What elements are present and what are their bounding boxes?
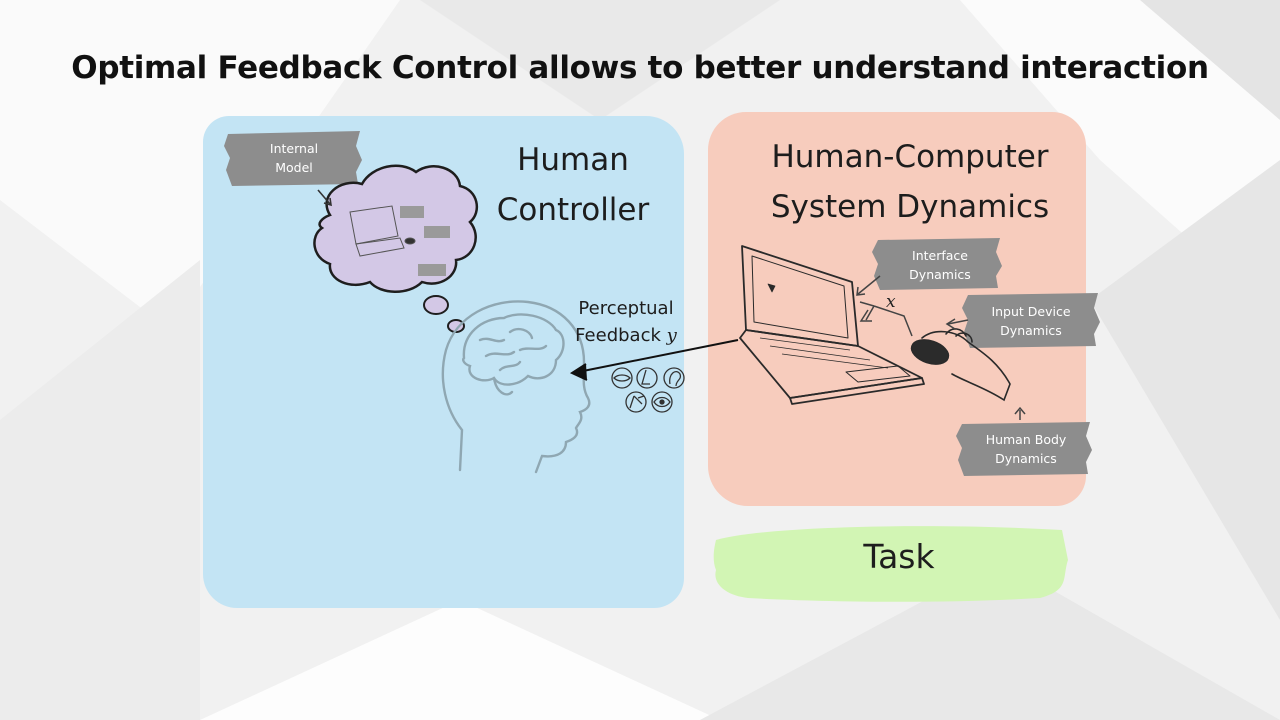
nose-icon bbox=[636, 367, 658, 389]
slide-title: Optimal Feedback Control allows to bette… bbox=[71, 50, 1209, 86]
input-device-dynamics-label: Input Device Dynamics bbox=[966, 302, 1096, 340]
head-brain-sketch bbox=[441, 300, 591, 474]
human-body-dynamics-brush bbox=[956, 422, 1092, 476]
human-heading-line2: Controller bbox=[496, 192, 650, 228]
input-line2: Dynamics bbox=[1000, 323, 1062, 338]
eye-icon bbox=[651, 391, 673, 413]
interface-dynamics-label: Interface Dynamics bbox=[880, 246, 1000, 284]
touch-icon bbox=[625, 391, 647, 413]
perceptual-feedback-label: Perceptual Feedback y bbox=[556, 295, 696, 349]
internal-model-line2: Model bbox=[275, 160, 313, 175]
mini-model-sketch bbox=[349, 205, 450, 276]
thought-cloud bbox=[313, 164, 479, 293]
internal-model-line1: Internal bbox=[269, 141, 319, 156]
system-heading-line1: Human-Computer bbox=[771, 139, 1049, 175]
task-brush bbox=[713, 526, 1068, 602]
internal-model-label: Internal Model bbox=[232, 139, 356, 177]
state-variable-x: x bbox=[886, 292, 896, 312]
laptop-sketch bbox=[739, 245, 925, 405]
sense-icons bbox=[611, 367, 685, 413]
human-heading-line1: Human bbox=[517, 142, 629, 178]
internal-model-arrow bbox=[317, 189, 331, 205]
interface-dynamics-brush bbox=[872, 238, 1002, 290]
system-arrows bbox=[856, 275, 1026, 420]
interface-line2: Dynamics bbox=[909, 267, 971, 282]
ear-icon bbox=[663, 367, 685, 389]
system-dynamics-heading: Human-Computer System Dynamics bbox=[730, 132, 1090, 232]
input-line1: Input Device bbox=[991, 304, 1071, 319]
task-label: Task bbox=[863, 537, 935, 576]
interface-line1: Interface bbox=[912, 248, 968, 263]
human-body-dynamics-label: Human Body Dynamics bbox=[962, 430, 1090, 468]
system-heading-line2: System Dynamics bbox=[770, 189, 1050, 225]
mouth-icon bbox=[611, 367, 633, 389]
perceptual-line1: Perceptual bbox=[578, 298, 674, 319]
perceptual-line2: Feedback bbox=[575, 325, 661, 346]
body-line1: Human Body bbox=[985, 432, 1067, 447]
body-line2: Dynamics bbox=[995, 451, 1057, 466]
hand-mouse-sketch bbox=[910, 328, 1011, 402]
perceptual-variable-y: y bbox=[666, 325, 677, 346]
human-controller-heading: Human Controller bbox=[478, 135, 668, 235]
internal-model-brush bbox=[224, 131, 362, 186]
input-device-dynamics-brush bbox=[962, 293, 1100, 348]
perceptual-feedback-arrow bbox=[569, 339, 739, 381]
thought-bubble-1 bbox=[423, 295, 449, 315]
thought-bubble-2 bbox=[447, 319, 465, 333]
